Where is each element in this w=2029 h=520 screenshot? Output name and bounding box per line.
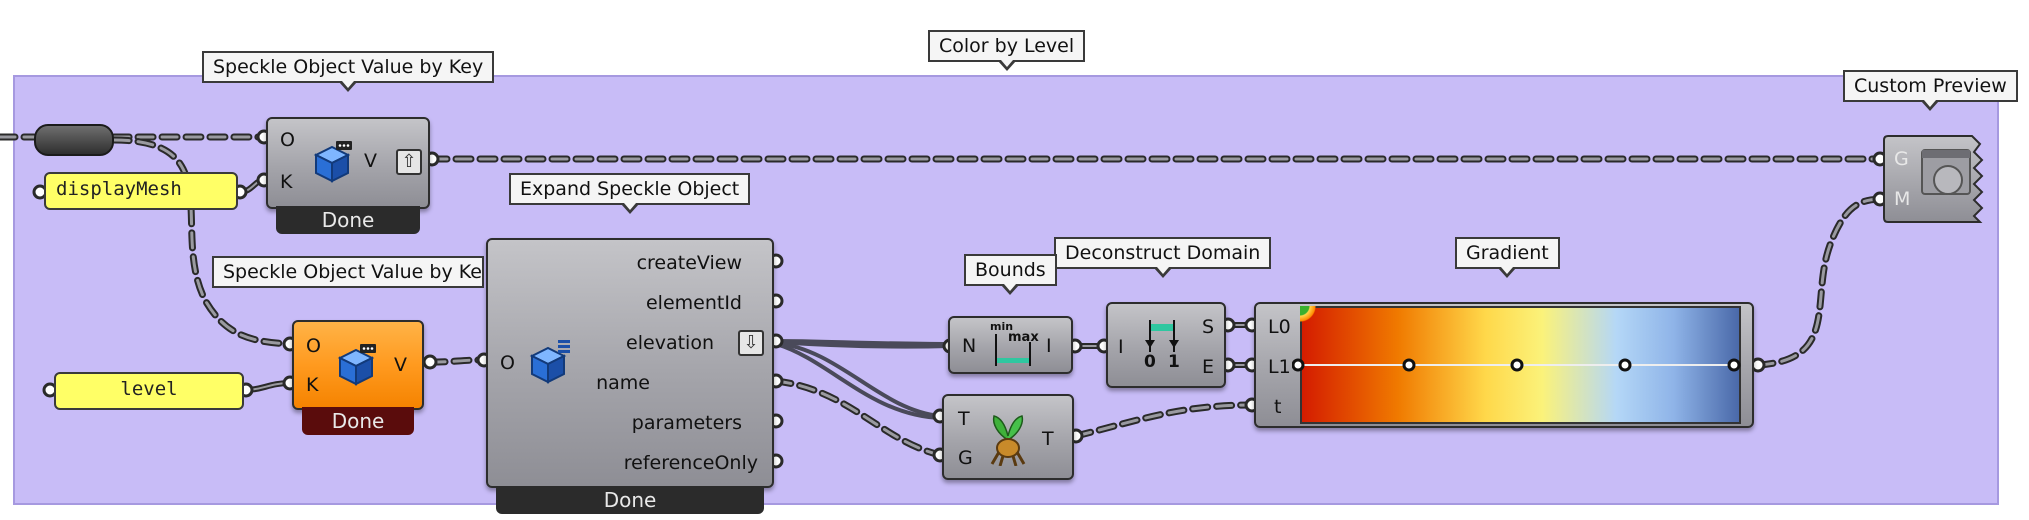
port-label-o: O xyxy=(280,129,295,151)
wire-name-to-tree xyxy=(772,377,944,459)
port-label-v: V xyxy=(364,150,377,172)
port-label-m: M xyxy=(1894,188,1911,210)
domain-icon: 0 1 xyxy=(1138,318,1188,374)
tag-speckle-value-by-key-top: Speckle Object Value by Key xyxy=(202,51,495,92)
boolean-toggle[interactable] xyxy=(34,124,114,156)
domain-icon-zero: 0 xyxy=(1144,352,1156,372)
wire-toggle-to-bottom-value xyxy=(110,136,294,348)
component-tree[interactable]: T G T xyxy=(942,394,1074,480)
status-done-value-bottom: Done xyxy=(302,407,414,435)
output-elevation: elevation xyxy=(626,332,714,354)
component-bounds[interactable]: N I min max xyxy=(948,316,1073,374)
component-expand-speckle-object[interactable]: O createView elementId elevation name pa… xyxy=(486,238,774,488)
port-label-l0: L0 xyxy=(1268,316,1291,338)
port-label-t-out: T xyxy=(1042,428,1054,450)
panel-level[interactable]: level xyxy=(54,372,244,410)
tag-speckle-value-by-key-bottom: Speckle Object Value by Key xyxy=(212,256,484,288)
gradient-preset-icon[interactable] xyxy=(1300,306,1322,328)
bounds-icon-max: max xyxy=(1008,330,1039,345)
port-label-v: V xyxy=(394,354,407,376)
tag-gradient: Gradient xyxy=(1455,237,1560,278)
tag-custom-preview: Custom Preview xyxy=(1843,70,2018,111)
arrow-down-icon[interactable]: ⇩ xyxy=(738,330,764,356)
bounds-icon-min: min xyxy=(990,320,1014,333)
domain-icon-one: 1 xyxy=(1168,352,1180,372)
output-name: name xyxy=(596,372,650,394)
tag-bounds: Bounds xyxy=(964,254,1057,295)
panel-display-mesh[interactable]: displayMesh xyxy=(44,172,238,210)
component-deconstruct-domain[interactable]: I S E 0 1 xyxy=(1106,302,1226,388)
speckle-expand-icon xyxy=(529,340,570,384)
port-label-g: G xyxy=(1894,148,1909,170)
speckle-cube-icon xyxy=(313,141,352,183)
port-label-s: S xyxy=(1202,316,1215,338)
port-label-k: K xyxy=(280,171,293,193)
output-create-view: createView xyxy=(636,252,742,274)
component-value-by-key-bottom[interactable]: O K V xyxy=(292,320,424,410)
port-label-t: t xyxy=(1274,396,1282,418)
tag-deconstruct-domain: Deconstruct Domain xyxy=(1054,237,1272,278)
gradient-grips[interactable] xyxy=(1292,355,1752,375)
output-reference-only: referenceOnly xyxy=(623,452,758,474)
port-label-e: E xyxy=(1202,356,1215,378)
port-label-g: G xyxy=(958,447,973,469)
wire-value-to-expand xyxy=(426,356,488,366)
port-circles[interactable] xyxy=(32,129,1888,469)
tree-sapling-icon xyxy=(990,415,1026,466)
status-done-value-top: Done xyxy=(276,206,420,234)
port-label-n: N xyxy=(962,335,977,357)
tag-color-by-level: Color by Level xyxy=(928,30,1086,71)
port-label-i: I xyxy=(1046,335,1052,357)
component-custom-preview[interactable]: G M xyxy=(1882,134,1986,224)
status-done-expand: Done xyxy=(496,486,764,514)
custom-preview-body xyxy=(1883,135,1984,223)
port-label-o: O xyxy=(500,352,515,374)
bounds-icon: min max xyxy=(984,320,1040,370)
speckle-cube-icon xyxy=(337,344,376,386)
output-element-id: elementId xyxy=(645,292,742,314)
output-parameters: parameters xyxy=(631,412,742,434)
port-label-t: T xyxy=(958,408,970,430)
component-value-by-key-top[interactable]: O K V ⇧ xyxy=(266,117,430,209)
arrow-up-icon[interactable]: ⇧ xyxy=(396,149,422,175)
port-label-l1: L1 xyxy=(1268,356,1291,378)
wire-gradient-to-preview xyxy=(1754,195,1884,369)
tag-expand-speckle-object: Expand Speckle Object xyxy=(509,173,751,214)
wire-elevation-multi xyxy=(774,339,952,420)
port-label-i: I xyxy=(1118,336,1124,358)
wire-tree-to-gradient xyxy=(1072,401,1256,440)
port-label-k: K xyxy=(306,374,319,396)
port-label-o: O xyxy=(306,335,321,357)
